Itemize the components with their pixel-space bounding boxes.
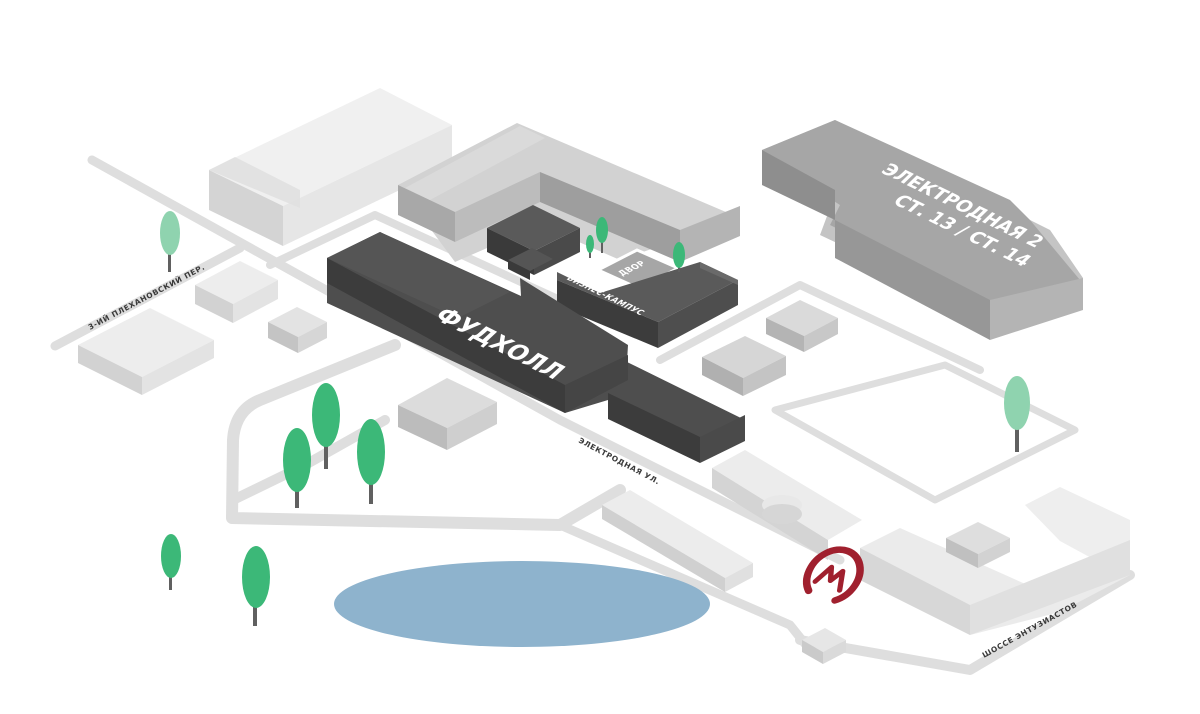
building-bottom-center-long xyxy=(602,490,753,592)
trees xyxy=(160,211,1030,626)
building-right-mid-1 xyxy=(702,336,786,396)
tree-icon xyxy=(242,546,270,626)
building-top-left xyxy=(209,88,452,246)
square-path xyxy=(771,361,1079,504)
tree-icon xyxy=(586,235,594,258)
building-electrodnaya-2: ЭЛЕКТРОДНАЯ 2 СТ. 13 / СТ. 14 xyxy=(762,120,1083,340)
building-bottom-right-small xyxy=(946,522,1010,568)
park-path xyxy=(226,339,626,531)
building-metro-area xyxy=(712,450,862,560)
building-left-3 xyxy=(268,307,327,353)
road-middle-cross xyxy=(266,211,564,304)
tree-icon xyxy=(596,217,608,253)
pond xyxy=(334,561,710,647)
tree-icon xyxy=(312,383,340,469)
building-left-2 xyxy=(78,308,214,395)
tree-icon xyxy=(161,534,181,590)
roads xyxy=(50,155,1135,675)
building-bottom-right xyxy=(860,487,1130,635)
tree-icon xyxy=(160,211,180,272)
road-right-branch xyxy=(656,281,984,374)
building-center-small xyxy=(398,378,497,450)
metro-logo-icon[interactable] xyxy=(799,543,870,604)
tree-icon xyxy=(357,419,385,504)
tree-icon xyxy=(283,428,311,508)
building-left-1 xyxy=(195,261,278,323)
road-plekhanovsky xyxy=(50,243,245,351)
road-entuziastov xyxy=(795,570,1135,675)
tree-icon xyxy=(673,242,685,272)
building-top-center xyxy=(398,123,740,262)
tree-icon xyxy=(1004,376,1030,452)
building-dark-cluster xyxy=(487,205,580,280)
building-metro-entrance xyxy=(802,628,846,664)
building-right-mid-2 xyxy=(766,300,838,352)
road-electrodnaya xyxy=(87,155,845,565)
buildings: ДВОР БИЗНЕС-КАМПУС ФУДХОЛЛ xyxy=(78,88,1130,664)
building-business-campus: БИЗНЕС-КАМПУС xyxy=(557,262,738,348)
